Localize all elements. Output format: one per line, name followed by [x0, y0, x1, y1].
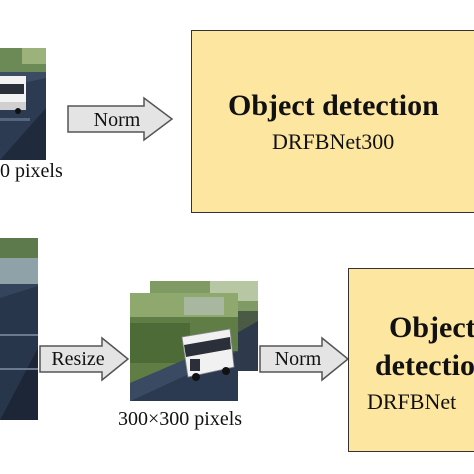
top-norm-label: Norm — [93, 109, 141, 131]
top-box-subtitle: DRFBNet300 — [272, 129, 395, 154]
resize-label: Resize — [51, 348, 105, 370]
resized-image-front — [130, 293, 238, 401]
bottom-norm-arrow — [259, 336, 350, 382]
bottom-detection-box: Object detection DRFBNet — [348, 268, 474, 452]
top-norm-arrow — [67, 96, 174, 142]
top-input-image — [0, 48, 46, 160]
top-caption: 0 pixels — [0, 160, 63, 182]
resize-arrow — [39, 336, 130, 382]
bottom-box-title-line2: detection — [375, 349, 474, 382]
bottom-box-subtitle: DRFBNet — [367, 389, 457, 414]
top-box-title: Object detection — [228, 89, 439, 122]
bottom-caption: 300×300 pixels — [118, 408, 243, 430]
bottom-norm-label: Norm — [274, 348, 322, 370]
top-detection-box: Object detection DRFBNet300 — [191, 30, 474, 213]
bottom-input-image — [0, 238, 38, 420]
bottom-box-title-line1: Object — [389, 311, 474, 344]
